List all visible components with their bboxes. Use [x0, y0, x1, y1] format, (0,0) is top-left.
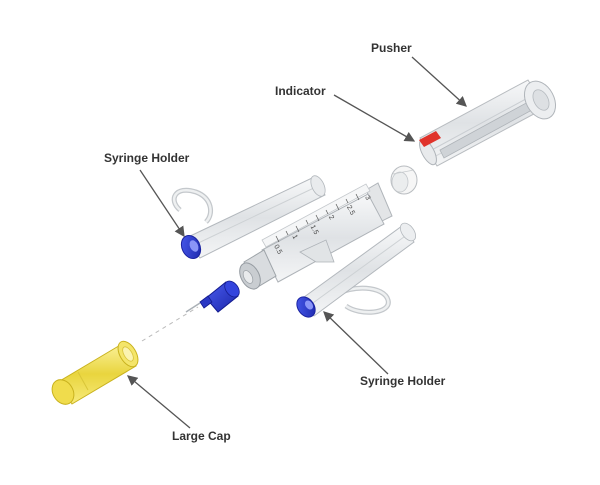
large-cap-leader-arrow [127, 375, 191, 429]
plunger-stopper [390, 165, 418, 195]
leader-lines [127, 56, 467, 429]
syringe-holder-top-part [171, 175, 326, 260]
large-cap-part [51, 340, 139, 405]
pusher-part [419, 79, 557, 167]
pusher-leader-arrow [411, 56, 467, 107]
syringe-holder-top-leader-arrow [139, 169, 185, 238]
barrel-scale-labels: 0.5 1 1.5 2 2.5 3 [272, 195, 371, 256]
barrel-scale-label: 2 [327, 214, 335, 221]
syringe-holder-bottom-label: Syringe Holder [360, 374, 446, 388]
indicator-band [419, 131, 441, 147]
barrel-scale-label: 0.5 [272, 244, 283, 256]
assembly-axis-line [141, 306, 199, 342]
barrel-scale-label: 2.5 [345, 204, 356, 216]
barrel-scale-label: 1 [290, 234, 298, 241]
pusher-label: Pusher [371, 41, 412, 55]
indicator-label: Indicator [275, 84, 326, 98]
blue-tip-connector [185, 280, 240, 313]
syringe-holder-bottom-leader-arrow [323, 311, 389, 375]
syringe-holder-bottom-part [296, 222, 417, 318]
barrel-scale-label: 1.5 [309, 224, 320, 236]
syringe-barrel-part [239, 182, 393, 290]
barrel-scale-label: 3 [363, 195, 371, 202]
large-cap-label: Large Cap [172, 429, 231, 443]
indicator-leader-arrow [333, 94, 416, 142]
syringe-holder-top-label: Syringe Holder [104, 151, 190, 165]
barrel-graduation-ticks [275, 193, 360, 243]
